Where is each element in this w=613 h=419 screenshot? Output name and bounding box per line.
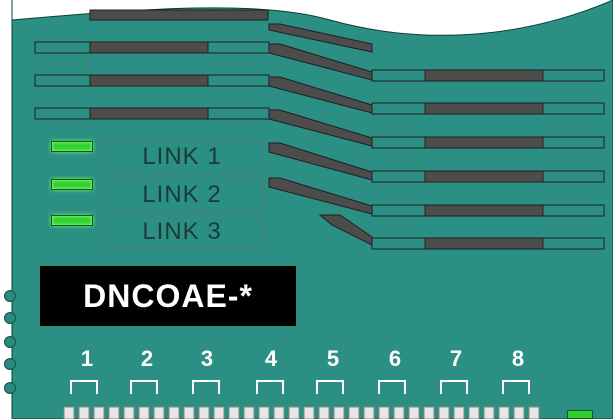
- port-6-connector[interactable]: [378, 380, 406, 394]
- pin-slot: [183, 406, 195, 419]
- pin-slot: [423, 406, 435, 419]
- link-2-led-icon: [51, 179, 93, 190]
- port-8-connector[interactable]: [502, 380, 530, 394]
- pin-slot: [273, 406, 285, 419]
- pin-slot: [528, 406, 540, 419]
- pin-slot: [303, 406, 315, 419]
- right-traces: [371, 69, 605, 250]
- side-connector-icon: [4, 358, 16, 370]
- pin-slot: [138, 406, 150, 419]
- pin-slot: [498, 406, 510, 419]
- pin-slot: [318, 406, 330, 419]
- pin-slot: [198, 406, 210, 419]
- pin-slot: [153, 406, 165, 419]
- port-5-connector[interactable]: [316, 380, 344, 394]
- pin-slot: [393, 406, 405, 419]
- pin-slot: [78, 406, 90, 419]
- power-led-icon: [567, 410, 593, 419]
- port-2-connector[interactable]: [130, 380, 158, 394]
- port-4-number: 4: [264, 346, 278, 371]
- port-1-connector[interactable]: [70, 380, 98, 394]
- pin-slot: [243, 406, 255, 419]
- pin-slot: [63, 406, 75, 419]
- side-connector-icon: [4, 290, 16, 302]
- link-1-led-icon: [51, 141, 93, 152]
- link-1-label: LINK 1: [101, 140, 263, 174]
- side-connector-icon: [4, 312, 16, 324]
- pin-slot: [213, 406, 225, 419]
- port-3-connector[interactable]: [192, 380, 220, 394]
- pin-slot: [363, 406, 375, 419]
- pin-slot: [108, 406, 120, 419]
- pin-slot: [123, 406, 135, 419]
- pin-slot: [438, 406, 450, 419]
- pin-slot: [348, 406, 360, 419]
- port-3-number: 3: [200, 346, 214, 371]
- pin-slot: [333, 406, 345, 419]
- port-7-connector[interactable]: [440, 380, 468, 394]
- link-3-label: LINK 3: [101, 215, 263, 249]
- pin-slot: [513, 406, 525, 419]
- pin-slot: [168, 406, 180, 419]
- pin-slot: [468, 406, 480, 419]
- side-connector-icon: [4, 336, 16, 348]
- port-2-number: 2: [140, 346, 154, 371]
- side-connector-icon: [4, 382, 16, 394]
- pin-slot: [453, 406, 465, 419]
- pin-slot: [288, 406, 300, 419]
- port-6-number: 6: [388, 346, 402, 371]
- trace-top: [89, 9, 269, 21]
- pin-slot: [258, 406, 270, 419]
- pin-slot: [228, 406, 240, 419]
- port-4-connector[interactable]: [256, 380, 284, 394]
- port-1-number: 1: [80, 346, 94, 371]
- model-label: DNCOAE-*: [40, 266, 296, 326]
- port-5-number: 5: [326, 346, 340, 371]
- bottom-connector-strip: [63, 406, 540, 419]
- diagonal-traces: [268, 23, 373, 246]
- pin-slot: [408, 406, 420, 419]
- port-8-number: 8: [511, 346, 525, 371]
- link-2-label: LINK 2: [101, 178, 263, 212]
- port-7-number: 7: [449, 346, 463, 371]
- link-3-led-icon: [51, 215, 93, 226]
- pin-slot: [483, 406, 495, 419]
- pin-slot: [378, 406, 390, 419]
- pin-slot: [93, 406, 105, 419]
